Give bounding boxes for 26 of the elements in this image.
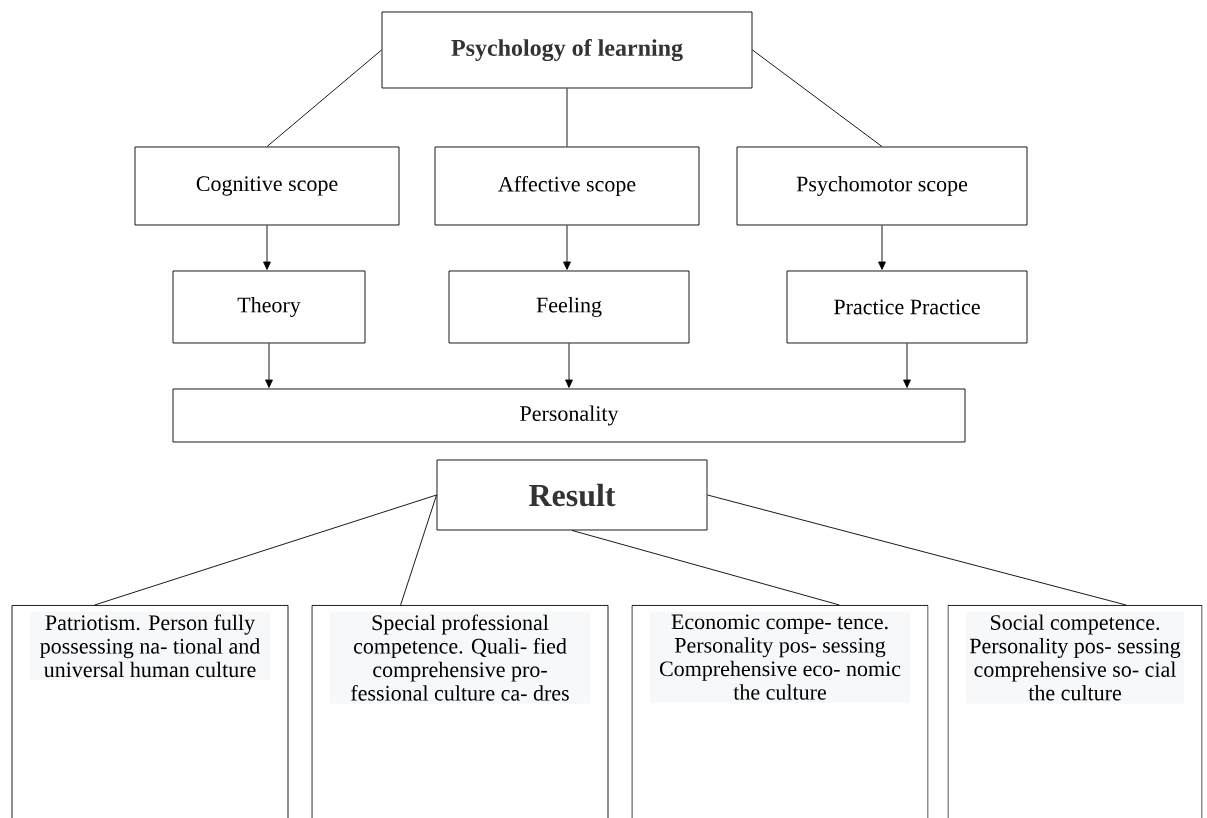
outcome-box: Patriotism. Person fully possessing na- tional and universal human culture (11, 605, 289, 818)
title-box: Psychology of learning (381, 11, 753, 89)
process-box: Psychomotor scope (736, 146, 1028, 226)
connector-line (571, 530, 840, 606)
process-box: Affective scope (434, 146, 700, 226)
process-box: Cognitive scope (134, 146, 400, 226)
arrow (878, 225, 886, 270)
process-box: Personality (172, 388, 966, 443)
outcome-box: Economic compe- tence. Personality pos- sessing Comprehensive eco- nomic the culture (631, 605, 929, 818)
outcome-box: Special professional competence. Quali- fied comprehensive pro- fessional culture ca- dres (311, 605, 609, 818)
connector-line (752, 49, 883, 147)
connector-line (266, 49, 382, 147)
process-box: Theory (172, 270, 366, 344)
arrow (263, 225, 271, 270)
arrow (265, 343, 273, 388)
connector-line (400, 494, 437, 606)
process-box: Practice Practice (786, 270, 1028, 344)
connector-line (566, 88, 568, 147)
connector-line (94, 494, 437, 606)
arrow (565, 343, 573, 388)
process-box: Feeling (448, 270, 690, 344)
outcome-box: Social competence. Personality pos- sessing comprehensive so- cial the culture (947, 605, 1203, 818)
result-box: Result (436, 459, 708, 531)
arrow (903, 343, 911, 388)
connector-line (707, 494, 1127, 606)
arrow (563, 225, 571, 270)
